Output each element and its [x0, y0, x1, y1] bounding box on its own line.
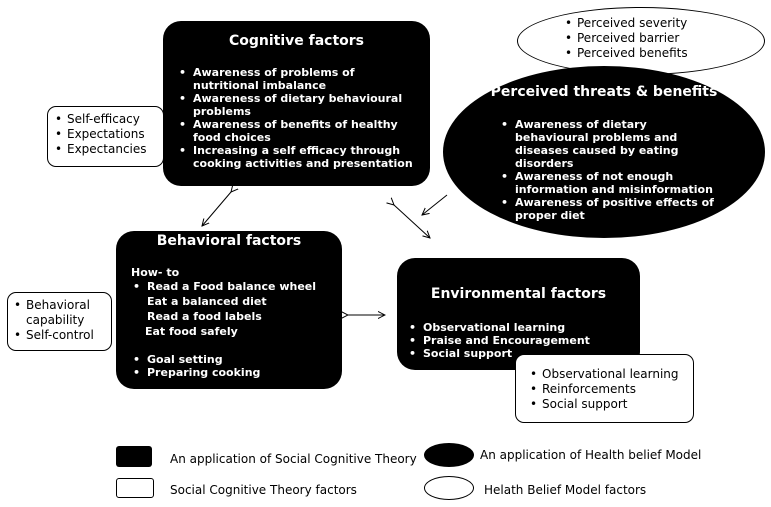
behavioral-sct-box: Behavioral capability Self-control [7, 292, 112, 351]
list-item: Self-efficacy [53, 112, 163, 127]
legend-swatch-sct-factors [116, 478, 154, 498]
list-item: Awareness of dietary behavioural problem… [177, 92, 422, 118]
list-item: Observational learning [528, 367, 693, 382]
perceived-threats-ellipse: Perceived threats & benefits Awareness o… [443, 66, 765, 238]
perceived-hbm-ellipse: Perceived severity Perceived barrier Per… [517, 7, 765, 75]
cognitive-sct-box: Self-efficacy Expectations Expectancies [47, 106, 164, 167]
list-item: Expectations [53, 127, 163, 142]
list-item: Perceived benefits [563, 46, 688, 61]
list-item: Praise and Encouragement [407, 334, 636, 347]
environmental-factors-title: Environmental factors [430, 286, 607, 302]
list-item: Behavioral capability [12, 298, 107, 328]
behavioral-plain-1: Eat a balanced diet [147, 295, 267, 308]
behavioral-factors-title: Behavioral factors [156, 233, 302, 249]
legend-sct-application: An application of Social Cognitive Theor… [170, 452, 417, 466]
behavioral-plain-3: Eat food safely [145, 325, 238, 338]
list-item: Expectancies [53, 142, 163, 157]
list-item: Perceived severity [563, 16, 688, 31]
list-item: Perceived barrier [563, 31, 688, 46]
arrow-perceived-to-center [422, 194, 448, 215]
cognitive-sct-list: Self-efficacy Expectations Expectancies [53, 112, 163, 157]
perceived-threats-list: Awareness of dietary behavioural problem… [499, 118, 724, 222]
behavioral-list-b: Goal setting Preparing cooking [131, 353, 338, 379]
behavioral-sct-list: Behavioral capability Self-control [12, 298, 107, 343]
list-item: Read a Food balance wheel [131, 280, 338, 293]
arrow-cognitive-environmental [394, 205, 430, 238]
legend-swatch-hbm-application [424, 443, 474, 467]
environmental-sct-list: Observational learning Reinforcements So… [528, 367, 693, 412]
behavioral-factors-box: Behavioral factors How- to Read a Food b… [116, 231, 342, 389]
list-item: Awareness of positive effects of proper … [499, 196, 724, 222]
list-item: Preparing cooking [131, 366, 338, 379]
arrow-cognitive-behavioral [202, 192, 231, 226]
perceived-hbm-list: Perceived severity Perceived barrier Per… [563, 16, 688, 61]
legend-hbm-application: An application of Health belief Model [480, 448, 702, 462]
environmental-factors-box: Environmental factors Observational lear… [397, 258, 640, 370]
list-item: Awareness of dietary behavioural problem… [499, 118, 724, 170]
list-item: Increasing a self efficacy through cooki… [177, 144, 422, 170]
cognitive-factors-box: Cognitive factors Awareness of problems … [163, 21, 430, 186]
perceived-threats-title: Perceived threats & benefits [490, 84, 718, 100]
list-item: Social support [407, 347, 636, 360]
list-item: Awareness of benefits of healthy food ch… [177, 118, 422, 144]
list-item: Observational learning [407, 321, 636, 334]
list-item: Goal setting [131, 353, 338, 366]
behavioral-howto: How- to [131, 266, 180, 279]
legend-swatch-hbm-factors [424, 476, 474, 500]
legend-sct-factors: Social Cognitive Theory factors [170, 483, 357, 497]
environmental-sct-box: Observational learning Reinforcements So… [515, 354, 694, 423]
environmental-factors-list: Observational learning Praise and Encour… [407, 321, 636, 360]
legend-hbm-factors: Helath Belief Model factors [484, 483, 647, 497]
behavioral-list-a: Read a Food balance wheel [131, 280, 338, 293]
legend-swatch-sct-application [116, 446, 152, 467]
list-item: Awareness of not enough information and … [499, 170, 724, 196]
cognitive-factors-list: Awareness of problems of nutritional imb… [177, 66, 422, 170]
list-item: Reinforcements [528, 382, 693, 397]
list-item: Social support [528, 397, 693, 412]
behavioral-plain-2: Read a food labels [147, 310, 262, 323]
list-item: Self-control [12, 328, 107, 343]
cognitive-factors-title: Cognitive factors [228, 33, 365, 49]
list-item: Awareness of problems of nutritional imb… [177, 66, 422, 92]
